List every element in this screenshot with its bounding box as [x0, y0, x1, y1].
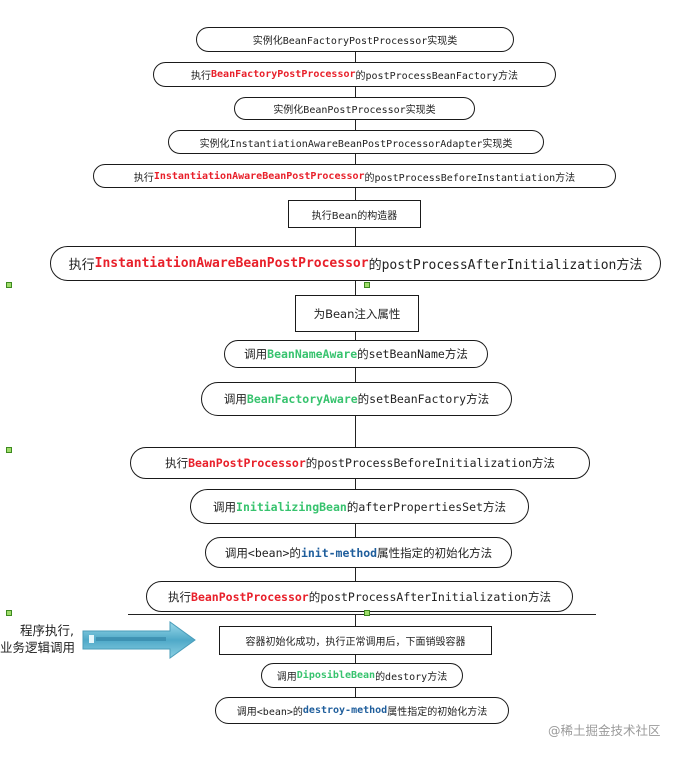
side-label: 程序执行, 业务逻辑调用 [0, 622, 76, 656]
step-prefix: 执行 [191, 71, 212, 82]
step-text: 实例化BeanPostProcessor实现类 [273, 105, 436, 116]
step-instantiate-iabpp-adapter: 实例化InstantiationAwareBeanPostProcessorAd… [168, 130, 544, 154]
selection-handle [364, 282, 370, 288]
step-inject-properties: 为Bean注入属性 [295, 295, 419, 332]
class-name-highlight: BeanNameAware [267, 347, 358, 361]
attribute-highlight: destroy-method [302, 705, 388, 716]
step-prefix: 执行 [168, 589, 192, 604]
step-prefix: 调用<bean>的 [236, 707, 303, 718]
step-suffix: 的afterPropertiesSet方法 [346, 499, 506, 514]
step-prefix: 调用 [223, 392, 247, 406]
step-prefix: 执行 [68, 258, 95, 273]
step-suffix: 的postProcessBeforeInitialization方法 [305, 456, 555, 470]
step-suffix: 的postProcessBeanFactory方法 [355, 71, 518, 82]
step-suffix: 的setBeanName方法 [357, 347, 468, 361]
selection-handle [6, 447, 12, 453]
step-prefix: 调用<bean>的 [224, 545, 301, 560]
selection-handle [6, 282, 12, 288]
step-container-destroy: 容器初始化成功，执行正常调用后，下面销毁容器 [219, 626, 492, 655]
right-arrow-icon [82, 621, 196, 659]
class-name-highlight: InitializingBean [236, 499, 347, 514]
class-name-highlight: BeanPostProcessor [191, 589, 309, 604]
step-text: 容器初始化成功，执行正常调用后，下面销毁容器 [245, 637, 466, 648]
step-prefix: 调用 [213, 499, 237, 514]
step-suffix: 属性指定的初始化方法 [387, 707, 488, 718]
side-label-line2: 业务逻辑调用 [0, 640, 76, 655]
step-text: 为Bean注入属性 [313, 306, 401, 321]
side-label-line1: 程序执行, [20, 623, 74, 638]
step-instantiate-bpp: 实例化BeanPostProcessor实现类 [234, 97, 475, 120]
class-name-highlight: BeanPostProcessor [188, 456, 306, 470]
attribute-highlight: init-method [300, 545, 378, 560]
step-instantiate-bfpp: 实例化BeanFactoryPostProcessor实现类 [196, 27, 514, 52]
selection-handle [6, 610, 12, 616]
step-suffix: 的postProcessAfterInitialization方法 [368, 258, 643, 273]
step-suffix: 的postProcessBeforeInstantiation方法 [364, 172, 576, 184]
step-text: 执行Bean的构造器 [311, 210, 398, 222]
step-suffix: 的postProcessAfterInitialization方法 [308, 589, 551, 604]
class-name-highlight: InstantiationAwareBeanPostProcessor [94, 256, 369, 271]
step-bean-constructor: 执行Bean的构造器 [288, 200, 421, 228]
step-prefix: 调用 [244, 347, 268, 361]
step-suffix: 属性指定的初始化方法 [377, 545, 493, 560]
class-name-highlight: DiposibleBean [296, 670, 376, 681]
step-suffix: 的destory方法 [375, 672, 448, 683]
step-text: 实例化InstantiationAwareBeanPostProcessorAd… [199, 138, 513, 150]
step-text: 实例化BeanFactoryPostProcessor实现类 [252, 36, 458, 47]
separator-line [128, 614, 596, 615]
class-name-highlight: InstantiationAwareBeanPostProcessor [153, 170, 365, 182]
watermark: @稀土掘金技术社区 [548, 723, 661, 738]
class-name-highlight: BeanFactoryAware [246, 392, 358, 406]
selection-handle [364, 610, 370, 616]
step-prefix: 执行 [133, 172, 154, 184]
step-prefix: 调用 [276, 672, 297, 683]
step-prefix: 执行 [165, 456, 189, 470]
step-suffix: 的setBeanFactory方法 [357, 392, 490, 406]
class-name-highlight: BeanFactoryPostProcessor [211, 69, 356, 80]
